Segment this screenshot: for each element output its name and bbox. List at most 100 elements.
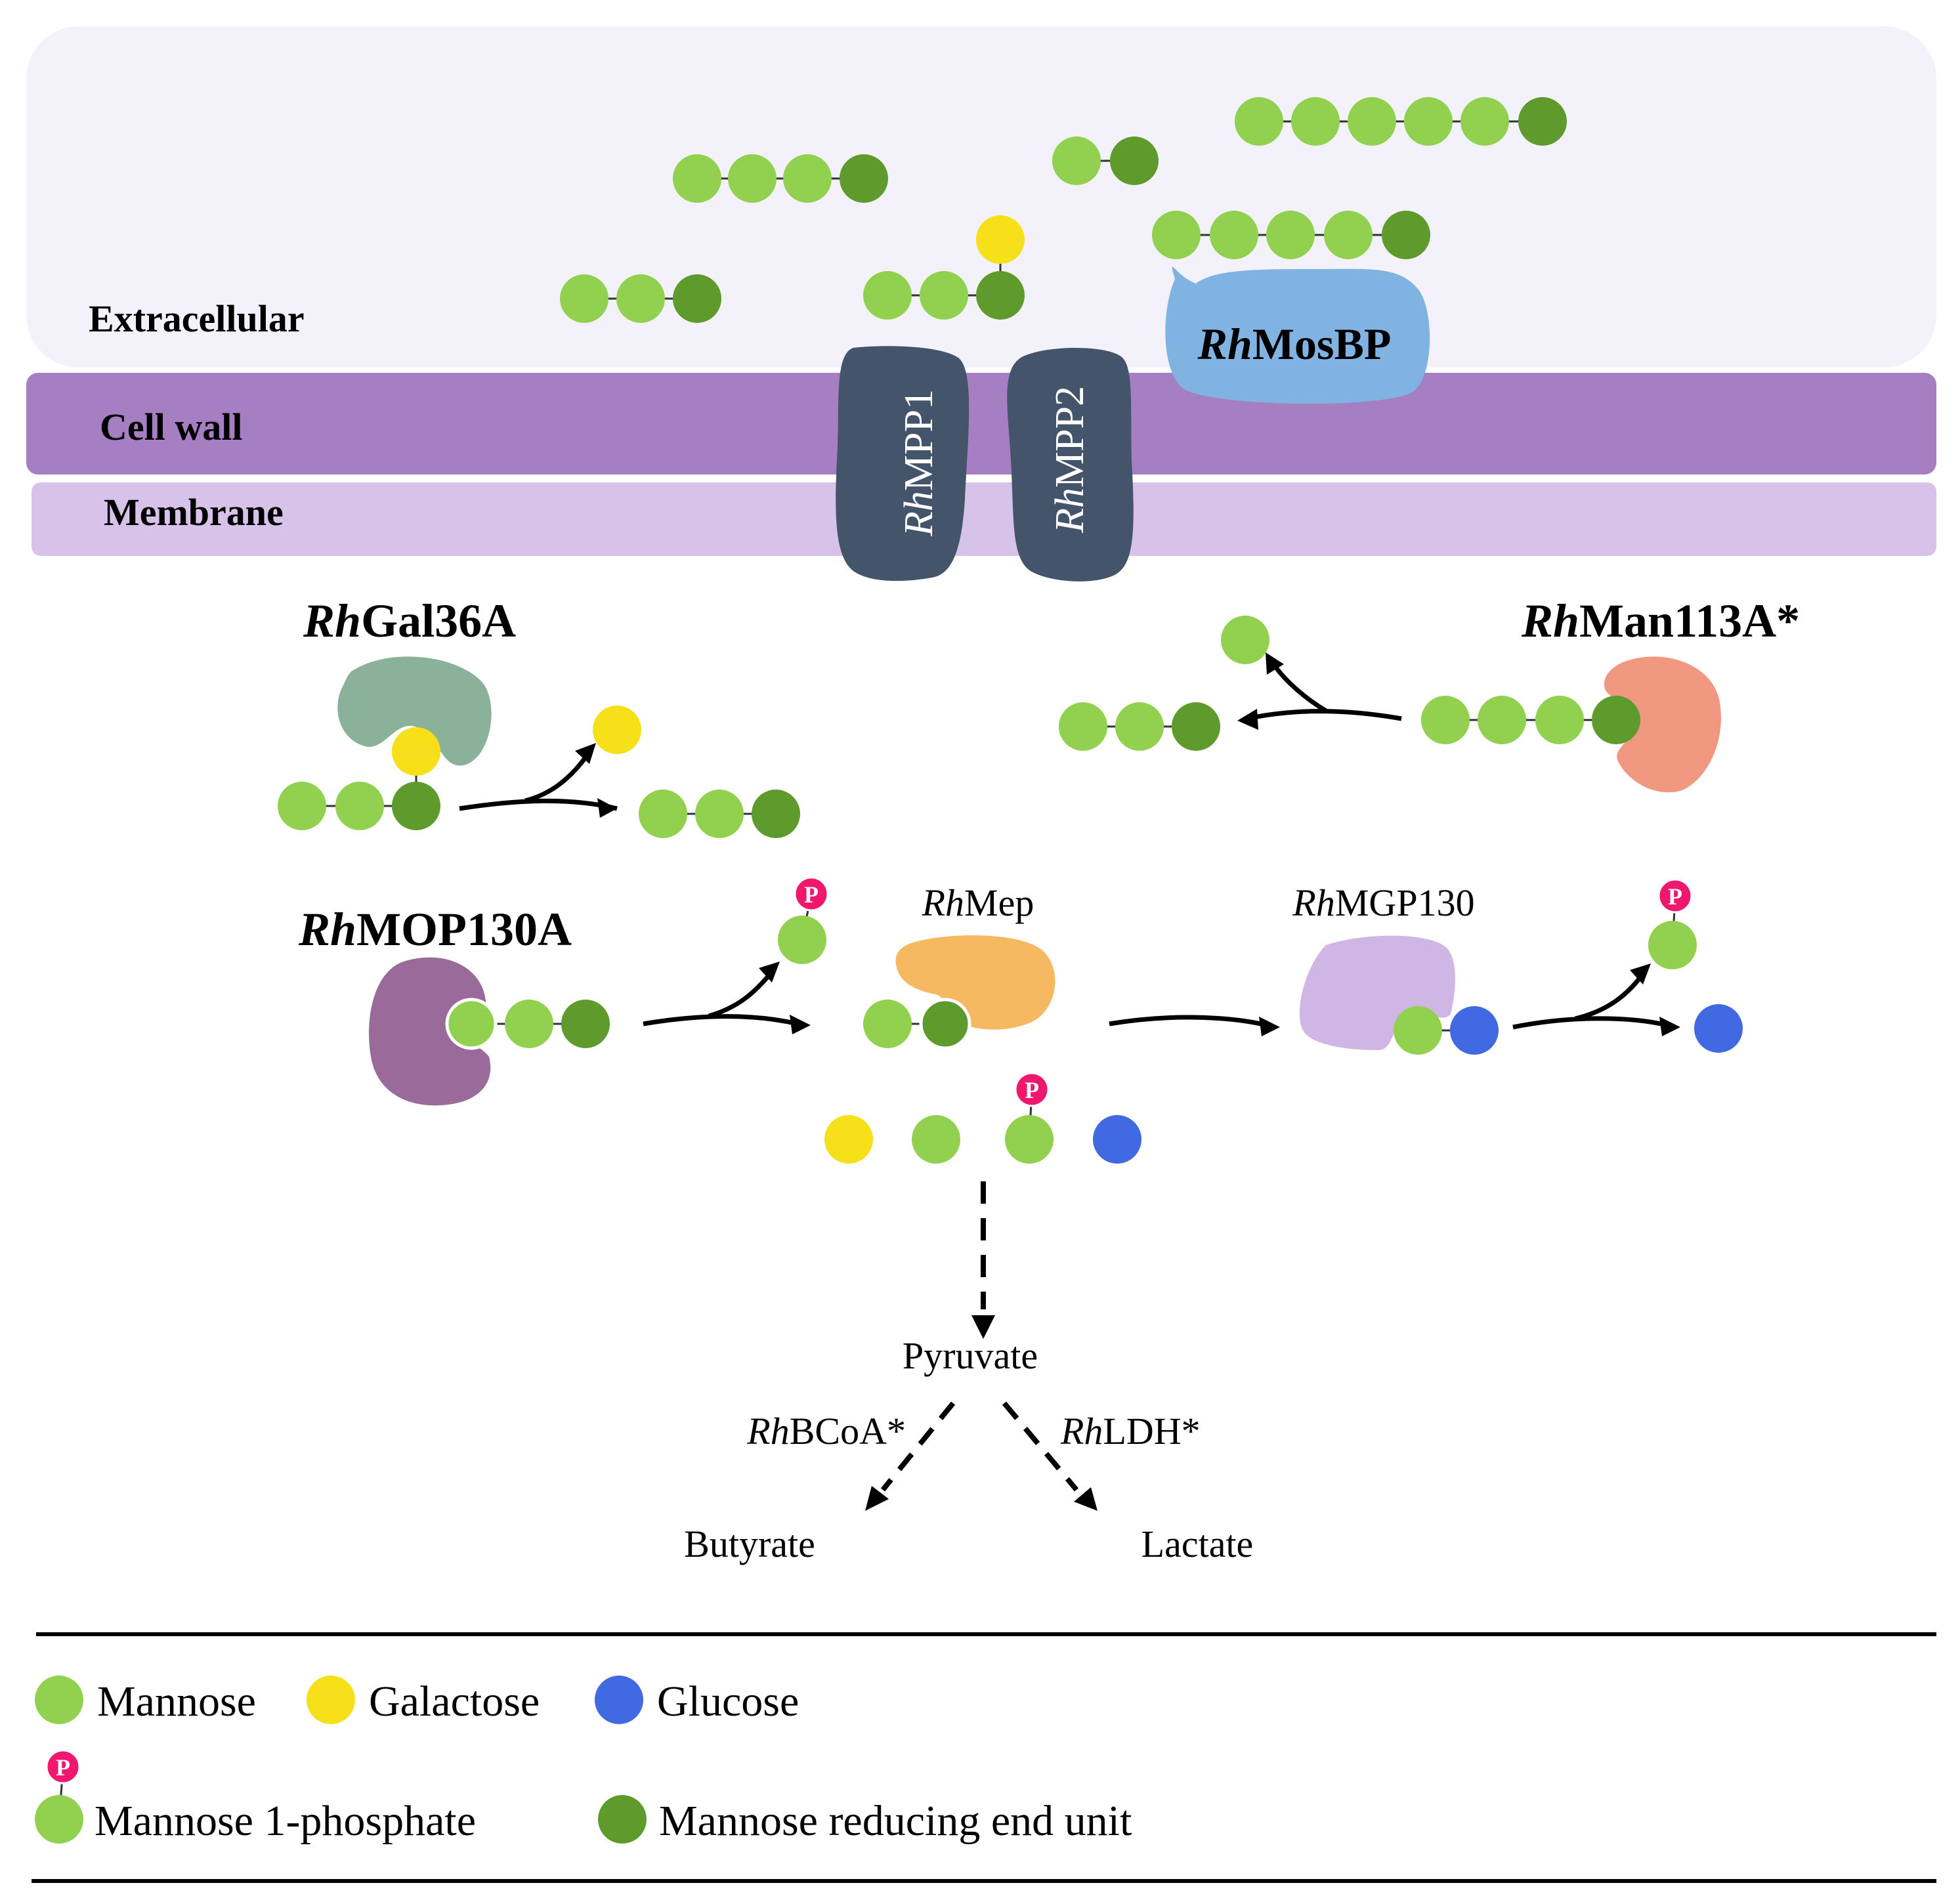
rhmep-label: RhMep <box>922 881 1034 924</box>
mannose-unit <box>778 916 826 964</box>
mannotriose <box>560 274 721 323</box>
rhman113a-label: RhMan113A* <box>1521 595 1800 647</box>
mannose-unit <box>616 274 665 323</box>
legend-mannose-label: Mannose <box>97 1678 256 1725</box>
rhmop130a-label: RhMOP130A <box>298 903 572 956</box>
butyrate-label: Butyrate <box>684 1523 815 1565</box>
man113a-substrate <box>1421 696 1640 744</box>
mannose-unit <box>728 154 777 203</box>
mannose-unit <box>673 154 721 203</box>
mannose-reducing-end <box>1592 696 1640 744</box>
mannose-reducing-end <box>673 274 721 323</box>
mannose-unit <box>335 782 384 830</box>
membrane-band <box>32 482 1936 556</box>
mannose-reducing-end <box>919 998 971 1050</box>
mannose-unit <box>1115 702 1164 751</box>
mannose-unit <box>1235 97 1283 146</box>
glucose-unit <box>1450 1006 1499 1055</box>
rhmep-enzyme <box>895 935 1055 1030</box>
released-mannose-1-phosphate: P <box>778 876 829 964</box>
rhgal36a-label: RhGal36A <box>303 595 516 647</box>
mannose-reducing-end <box>1110 137 1159 185</box>
mop130a-substrate <box>445 998 610 1050</box>
mannose-reducing-end <box>1518 97 1567 146</box>
mannan-oligo-5 <box>1152 211 1430 259</box>
mannose-reducing-end <box>1172 702 1220 751</box>
extracellular-region <box>26 26 1936 368</box>
mannose-unit <box>639 790 687 838</box>
rhmgp130-enzyme <box>1299 935 1455 1050</box>
mannose-unit <box>1210 211 1258 259</box>
mannan-oligo-6 <box>1235 97 1567 146</box>
mannobiose <box>1052 137 1159 185</box>
mannose-unit <box>1478 696 1526 744</box>
rhgal36a-enzyme <box>337 656 492 766</box>
pool-to-pyruvate-arrow <box>971 1181 995 1339</box>
mgp130-arrow <box>1512 963 1680 1036</box>
glucose-unit <box>1093 1115 1141 1164</box>
mannose-unit <box>560 274 608 323</box>
mannose-unit <box>1291 97 1340 146</box>
mannose-unit <box>1404 97 1453 146</box>
lactate-label: Lactate <box>1141 1523 1254 1565</box>
gal36a-substrate <box>278 727 440 830</box>
rhmosbp-protein: RhMosBP <box>1165 266 1430 404</box>
pyruvate-to-lactate-arrow <box>1002 1401 1097 1511</box>
rhmpp2-transporter: RhMPP2 <box>1007 348 1134 581</box>
mop130a-arrow <box>643 962 811 1034</box>
pyruvate-to-butyrate-arrow <box>865 1401 956 1511</box>
released-glucose <box>1694 1004 1743 1053</box>
mannose-unit <box>1394 1006 1442 1055</box>
legend-galactose-swatch <box>307 1676 355 1724</box>
man113a-arrow <box>1237 652 1402 730</box>
mannose-reducing-end <box>752 790 800 838</box>
cell-wall-label: Cell wall <box>100 406 242 448</box>
mannose-unit <box>912 1115 960 1164</box>
mannose-unit <box>1348 97 1396 146</box>
mannose-unit <box>1052 137 1101 185</box>
mannose-unit <box>1152 211 1201 259</box>
released-galactose <box>593 706 641 754</box>
rhmpp1-label: RhMPP1 <box>897 389 941 537</box>
mannose-unit <box>1266 211 1315 259</box>
mannose-reducing-end <box>561 1000 610 1048</box>
legend-glucose-swatch <box>595 1676 643 1724</box>
mannose-reducing-end <box>392 782 440 830</box>
phosphate-group <box>45 1749 81 1785</box>
mgp-released-mannose-1-phosphate: P <box>1648 878 1697 969</box>
mannan-oligo-4 <box>673 154 888 203</box>
mep-substrate <box>863 998 971 1050</box>
mannose-reducing-end <box>976 271 1025 320</box>
mannose-reducing-end <box>840 154 888 203</box>
mannose-unit <box>1421 696 1470 744</box>
legend-reducing-end-swatch <box>598 1795 647 1844</box>
phosphate-symbol: P <box>56 1754 70 1781</box>
mannose-unit <box>1460 97 1509 146</box>
mannose-unit <box>505 1000 553 1048</box>
extracellular-label: Extracellular <box>89 297 305 340</box>
mannose-unit <box>863 1000 912 1048</box>
legend-mannose-1-phosphate-label: Mannose 1-phosphate <box>95 1797 476 1845</box>
gal36a-product <box>639 790 800 838</box>
mannose-unit <box>278 782 326 830</box>
mannose-unit <box>783 154 832 203</box>
mannose-unit <box>920 271 968 320</box>
mannose-unit <box>1535 696 1584 744</box>
rhman113a-enzyme <box>1604 656 1721 793</box>
mgp130-substrate <box>1394 1006 1499 1055</box>
monosaccharide-pool: P <box>824 1072 1141 1164</box>
rhbcoa-label: RhBCoA* <box>746 1410 906 1452</box>
rhmpp1-transporter: RhMPP1 <box>836 346 969 581</box>
legend-mannose-swatch <box>35 1676 83 1724</box>
pyruvate-label: Pyruvate <box>903 1334 1038 1377</box>
phosphate-symbol: P <box>804 881 819 908</box>
legend-reducing-end-label: Mannose reducing end unit <box>659 1797 1132 1845</box>
mannose-unit <box>1648 921 1697 969</box>
phosphate-group <box>794 876 829 912</box>
mannose-unit <box>1324 211 1373 259</box>
cell-wall-band <box>26 373 1936 475</box>
phosphate-group <box>1657 878 1693 914</box>
mannose-unit <box>863 271 912 320</box>
legend-glucose-label: Glucose <box>657 1678 799 1725</box>
